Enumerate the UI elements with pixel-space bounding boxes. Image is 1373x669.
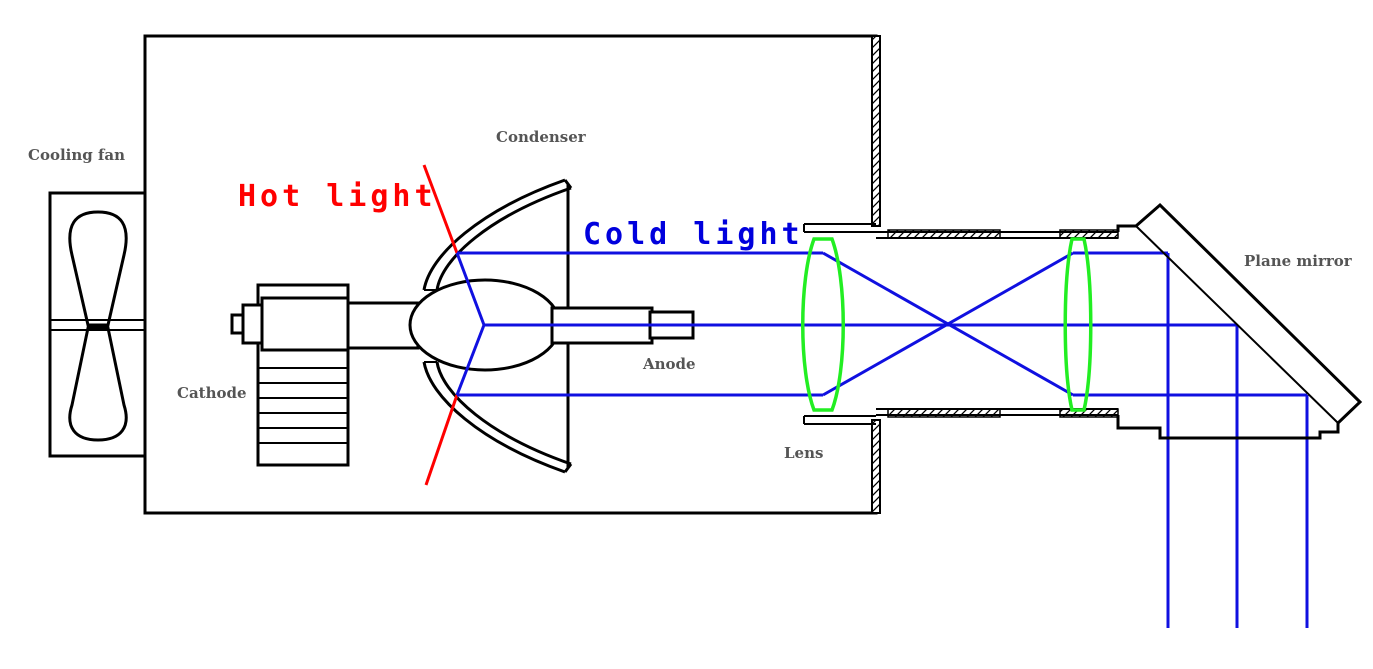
housing-wall-hatch-top xyxy=(871,35,881,227)
housing-wall-hatch-bottom xyxy=(871,419,881,514)
cooling-fan-label: Cooling fan xyxy=(28,146,125,164)
lens-label: Lens xyxy=(784,444,823,462)
condenser-label: Condenser xyxy=(496,128,587,146)
anode-label: Anode xyxy=(642,355,696,373)
hot-light-rays xyxy=(422,164,459,486)
cold-light-rays xyxy=(455,251,1309,628)
lenses xyxy=(801,237,1093,412)
cold-light-label: Cold light xyxy=(583,217,804,252)
cooling-fan xyxy=(48,191,147,458)
hot-light-label: Hot light xyxy=(238,179,437,214)
plane-mirror-label: Plane mirror xyxy=(1244,252,1353,270)
cathode-block xyxy=(230,283,350,467)
housing xyxy=(143,34,878,515)
mirror-housing xyxy=(1116,202,1363,440)
cathode-label: Cathode xyxy=(177,384,247,402)
